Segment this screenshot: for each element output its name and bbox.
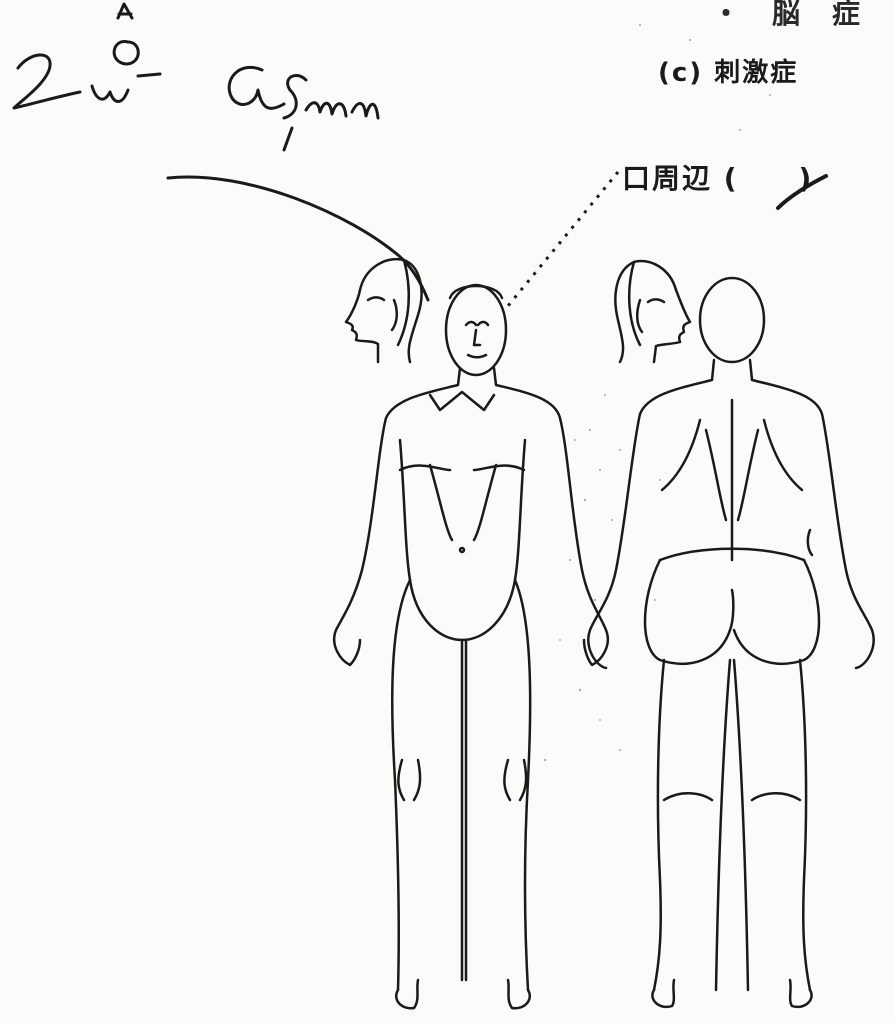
check-mark	[778, 176, 826, 208]
handwritten-note	[14, 4, 428, 300]
scan-noise	[544, 24, 771, 761]
front-body-figure	[334, 285, 608, 1008]
back-body-figure	[588, 278, 873, 1007]
leader-line	[503, 172, 618, 312]
side-head-profile-left	[346, 259, 422, 362]
side-head-profile-right	[615, 261, 690, 362]
